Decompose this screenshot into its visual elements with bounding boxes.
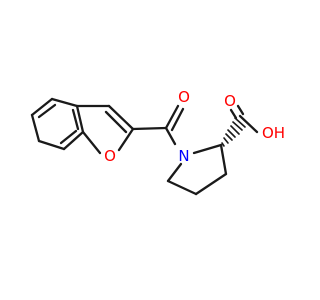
bond-furan-o-c7a xyxy=(81,130,102,155)
bond-acid-c-oh xyxy=(238,114,259,134)
bond-benzene-inner-3 xyxy=(71,108,80,131)
acid-oxygen-label: O xyxy=(224,92,236,110)
bond-furan-c3-c2-double xyxy=(104,110,128,134)
bond-carbonyl-n xyxy=(164,126,177,146)
bond-benzene-1 xyxy=(30,97,54,117)
bond-cb-cg xyxy=(194,172,228,196)
bond-n-ca xyxy=(192,143,223,155)
bond-lines xyxy=(30,97,259,196)
bond-carbonyl-o-2 xyxy=(170,107,185,132)
furan-oxygen-label: O xyxy=(104,147,116,165)
hydroxyl-label: OH xyxy=(262,124,285,142)
bond-furan-c3-c2 xyxy=(107,104,135,131)
bond-ca-cb xyxy=(219,143,228,176)
bond-cg-cd xyxy=(166,179,198,196)
bond-c2-carbonyl xyxy=(131,126,168,131)
bond-acid-c-o-1 xyxy=(229,108,238,120)
molecule-structure: O O N O OH xyxy=(30,88,285,196)
stereo-hash-bond xyxy=(221,117,246,147)
bond-furan-c2-o xyxy=(117,127,135,152)
bond-acid-c-o-2 xyxy=(236,104,245,116)
bond-benzene-5 xyxy=(37,139,66,151)
bond-carbonyl-o-1 xyxy=(164,104,180,130)
bond-benzene-4 xyxy=(62,130,85,151)
bond-benzene-3 xyxy=(75,104,85,134)
nitrogen-label: N xyxy=(178,147,189,165)
bond-benzene-2 xyxy=(50,97,79,108)
bond-cd-n xyxy=(166,162,183,183)
bond-benzene-inner-1 xyxy=(37,103,57,119)
bond-benzene-inner-2 xyxy=(59,129,78,145)
carbonyl-oxygen-label: O xyxy=(178,88,190,106)
bond-benzene-6 xyxy=(30,113,41,143)
